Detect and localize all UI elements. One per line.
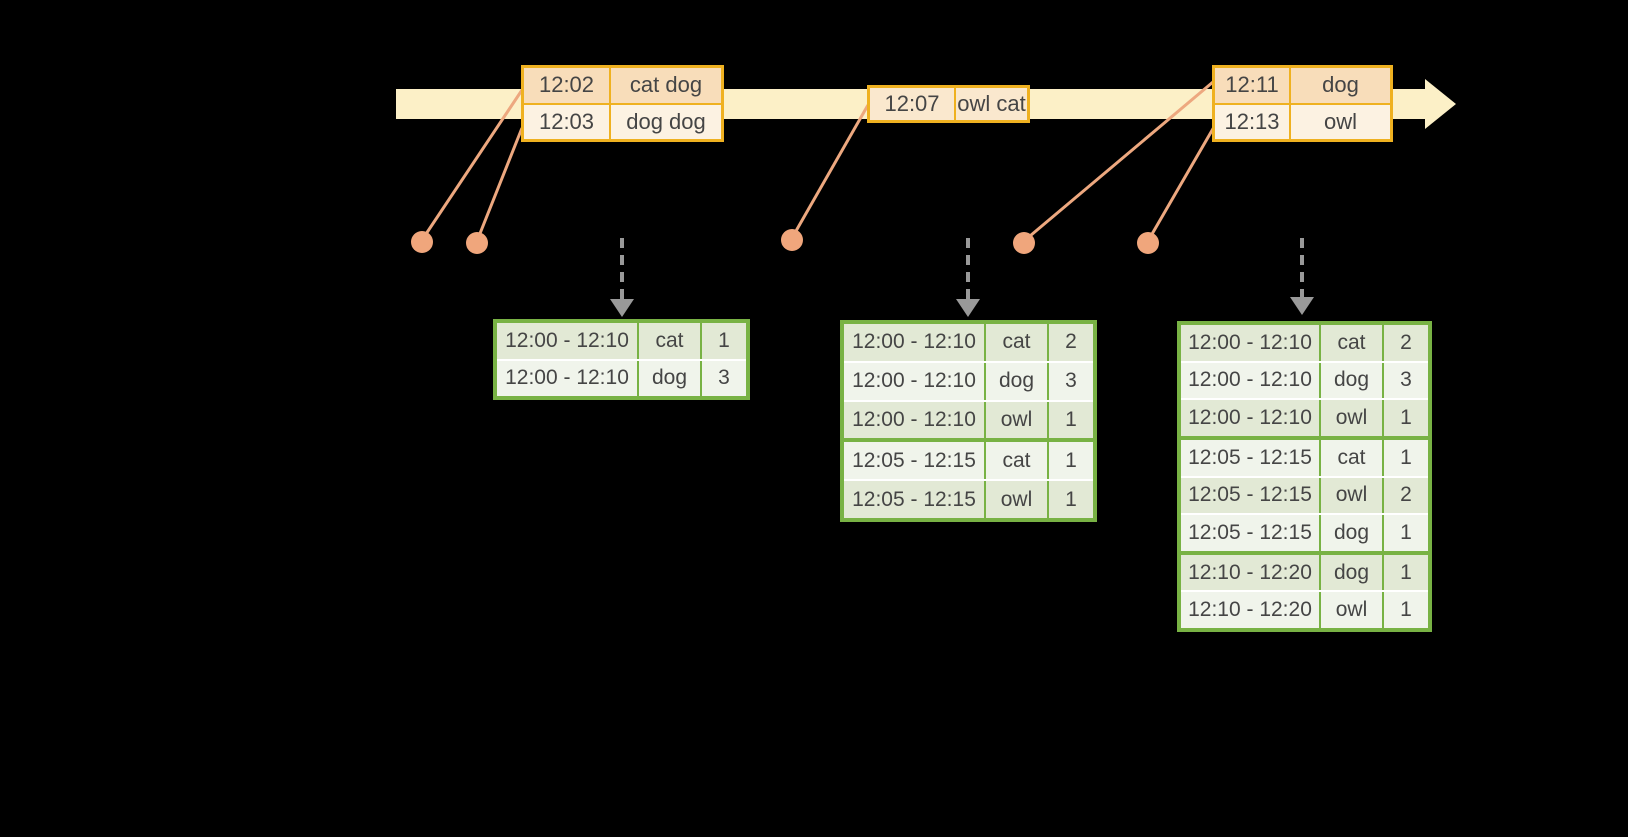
event-dot xyxy=(1137,232,1159,254)
event-words: owl xyxy=(1289,104,1390,139)
result-count: 2 xyxy=(1382,325,1428,361)
result-count: 2 xyxy=(1382,477,1428,514)
result-window: 12:05 - 12:15 xyxy=(1188,483,1312,507)
result-window: 12:05 - 12:15 xyxy=(852,448,976,472)
event-row: 12:13 owl xyxy=(1215,102,1390,139)
result-word: owl xyxy=(1319,477,1382,514)
result-word: cat xyxy=(984,324,1047,361)
event-dot xyxy=(466,232,488,254)
result-count: 1 xyxy=(1382,439,1428,476)
event-time: 12:11 xyxy=(1225,72,1279,98)
result-word: owl xyxy=(984,481,1047,518)
event-row: 12:11 dog xyxy=(1215,68,1390,103)
event-time: 12:02 xyxy=(538,72,595,98)
trigger-arrow-head-icon xyxy=(956,299,980,317)
event-dot xyxy=(781,229,803,251)
result-word: dog xyxy=(1319,515,1382,551)
trigger-arrow-head-icon xyxy=(1290,297,1314,315)
connector-line xyxy=(790,104,870,239)
event-table-1: 12:07 owl cat xyxy=(867,85,1030,123)
result-count: 1 xyxy=(1382,592,1428,628)
result-word: owl xyxy=(1319,400,1382,436)
result-window: 12:00 - 12:10 xyxy=(1188,368,1312,392)
event-words: dog dog xyxy=(609,104,721,139)
connector-line xyxy=(420,89,524,241)
trigger-arrow-head-icon xyxy=(610,299,634,317)
result-window: 12:00 - 12:10 xyxy=(1188,406,1312,430)
result-count: 1 xyxy=(1047,401,1093,439)
result-window: 12:10 - 12:20 xyxy=(1188,598,1312,622)
event-words: dog xyxy=(1289,68,1390,103)
event-time: 12:03 xyxy=(538,108,595,134)
event-table-0: 12:02 cat dog 12:03 dog dog xyxy=(521,65,724,142)
connector-line xyxy=(475,127,524,242)
result-word: dog xyxy=(984,362,1047,400)
result-window: 12:00 - 12:10 xyxy=(1188,330,1312,354)
result-count: 1 xyxy=(1047,481,1093,518)
result-window: 12:05 - 12:15 xyxy=(1188,520,1312,544)
result-window: 12:00 - 12:10 xyxy=(852,330,976,354)
event-dots xyxy=(411,229,1159,254)
result-count: 1 xyxy=(1382,554,1428,591)
event-time: 12:13 xyxy=(1224,108,1280,134)
timeline-arrowhead-icon xyxy=(1425,79,1456,129)
result-word: dog xyxy=(1319,362,1382,399)
result-window: 12:05 - 12:15 xyxy=(852,487,976,511)
result-count: 2 xyxy=(1047,324,1093,361)
event-time: 12:07 xyxy=(884,91,940,116)
result-window: 12:00 - 12:10 xyxy=(505,328,629,352)
result-count: 3 xyxy=(1382,362,1428,399)
result-count: 1 xyxy=(1382,515,1428,551)
result-count: 1 xyxy=(700,323,746,359)
event-row: 12:07 owl cat xyxy=(870,88,1027,120)
result-word: dog xyxy=(637,360,700,396)
result-word: owl xyxy=(1319,592,1382,628)
result-word: cat xyxy=(984,442,1047,480)
result-window: 12:00 - 12:10 xyxy=(852,369,976,393)
connector-lines xyxy=(420,80,1216,243)
event-row: 12:03 dog dog xyxy=(524,102,721,139)
result-count: 3 xyxy=(1047,362,1093,400)
result-count: 1 xyxy=(1047,442,1093,480)
result-window: 12:00 - 12:10 xyxy=(505,366,629,390)
result-word: cat xyxy=(1319,325,1382,361)
result-window: 12:10 - 12:20 xyxy=(1188,560,1312,584)
result-word: cat xyxy=(637,323,700,359)
event-words: cat dog xyxy=(609,68,721,103)
result-window: 12:05 - 12:15 xyxy=(1188,445,1312,469)
event-dot xyxy=(411,231,433,253)
event-words: owl cat xyxy=(954,88,1027,120)
result-word: dog xyxy=(1319,554,1382,591)
result-window: 12:00 - 12:10 xyxy=(852,407,976,431)
connector-line xyxy=(1023,80,1214,243)
event-table-2: 12:11 dog 12:13 owl xyxy=(1212,65,1393,142)
result-word: owl xyxy=(984,401,1047,439)
trigger-arrows xyxy=(610,238,1314,317)
result-word: cat xyxy=(1319,439,1382,476)
connector-line xyxy=(1146,126,1216,242)
event-row: 12:02 cat dog xyxy=(524,68,721,103)
result-count: 1 xyxy=(1382,400,1428,436)
result-count: 3 xyxy=(700,360,746,396)
event-dot xyxy=(1013,232,1035,254)
